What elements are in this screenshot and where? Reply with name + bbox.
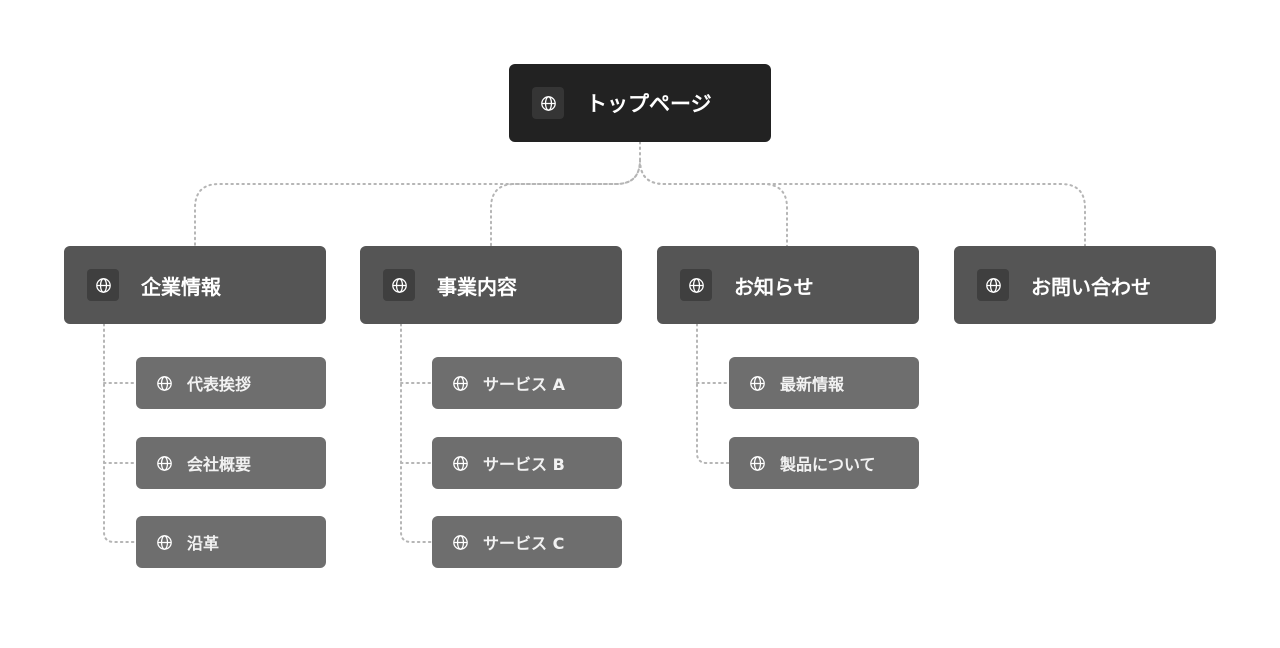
globe-icon bbox=[95, 277, 111, 293]
globe-icon bbox=[391, 277, 407, 293]
node-category-business[interactable]: 事業内容 bbox=[360, 246, 622, 324]
globe-icon bbox=[750, 455, 765, 471]
globe-icon-box bbox=[680, 269, 712, 301]
globe-icon bbox=[453, 455, 468, 471]
node-page-history[interactable]: 沿革 bbox=[136, 516, 326, 568]
connector-root-cat-4 bbox=[639, 159, 1086, 247]
globe-icon bbox=[688, 277, 704, 293]
node-category-news[interactable]: お知らせ bbox=[657, 246, 919, 324]
globe-icon bbox=[157, 375, 172, 391]
globe-icon-box bbox=[87, 269, 119, 301]
node-page-service-c[interactable]: サービス C bbox=[432, 516, 622, 568]
node-page-service-b[interactable]: サービス B bbox=[432, 437, 622, 489]
node-label: 会社概要 bbox=[187, 455, 252, 474]
node-page-latest-news[interactable]: 最新情報 bbox=[729, 357, 919, 409]
globe-icon-box bbox=[977, 269, 1009, 301]
node-label: お知らせ bbox=[734, 274, 814, 299]
globe-icon bbox=[985, 277, 1001, 293]
connector-cat-3-children bbox=[696, 323, 730, 464]
node-label: 代表挨拶 bbox=[187, 375, 252, 394]
globe-icon bbox=[157, 455, 172, 471]
node-label: お問い合わせ bbox=[1031, 274, 1151, 299]
connector-root-cat-1 bbox=[194, 141, 641, 247]
node-label: 製品について bbox=[780, 455, 876, 474]
globe-icon bbox=[453, 375, 468, 391]
connector-cat-1-children bbox=[103, 323, 137, 543]
connector-root-cat-3 bbox=[639, 159, 788, 247]
node-page-company-overview[interactable]: 会社概要 bbox=[136, 437, 326, 489]
node-label: 最新情報 bbox=[780, 375, 845, 394]
node-top-page[interactable]: トップページ bbox=[509, 64, 771, 142]
node-page-service-a[interactable]: サービス A bbox=[432, 357, 622, 409]
node-label: 事業内容 bbox=[437, 274, 517, 299]
node-label: 沿革 bbox=[187, 534, 220, 553]
connector-cat-2-children bbox=[400, 323, 433, 543]
node-label: サービス B bbox=[483, 455, 565, 474]
node-label: サービス A bbox=[483, 375, 565, 394]
node-label: トップページ bbox=[586, 92, 712, 116]
globe-icon-box bbox=[532, 87, 564, 119]
globe-icon bbox=[453, 534, 468, 550]
globe-icon-box bbox=[383, 269, 415, 301]
connector-root-cat-2 bbox=[490, 159, 641, 247]
node-page-about-products[interactable]: 製品について bbox=[729, 437, 919, 489]
globe-icon bbox=[750, 375, 765, 391]
node-category-company-info[interactable]: 企業情報 bbox=[64, 246, 326, 324]
node-page-greeting[interactable]: 代表挨拶 bbox=[136, 357, 326, 409]
globe-icon bbox=[157, 534, 172, 550]
node-label: 企業情報 bbox=[141, 274, 221, 299]
node-category-contact[interactable]: お問い合わせ bbox=[954, 246, 1216, 324]
node-label: サービス C bbox=[483, 534, 565, 553]
globe-icon bbox=[540, 95, 556, 111]
